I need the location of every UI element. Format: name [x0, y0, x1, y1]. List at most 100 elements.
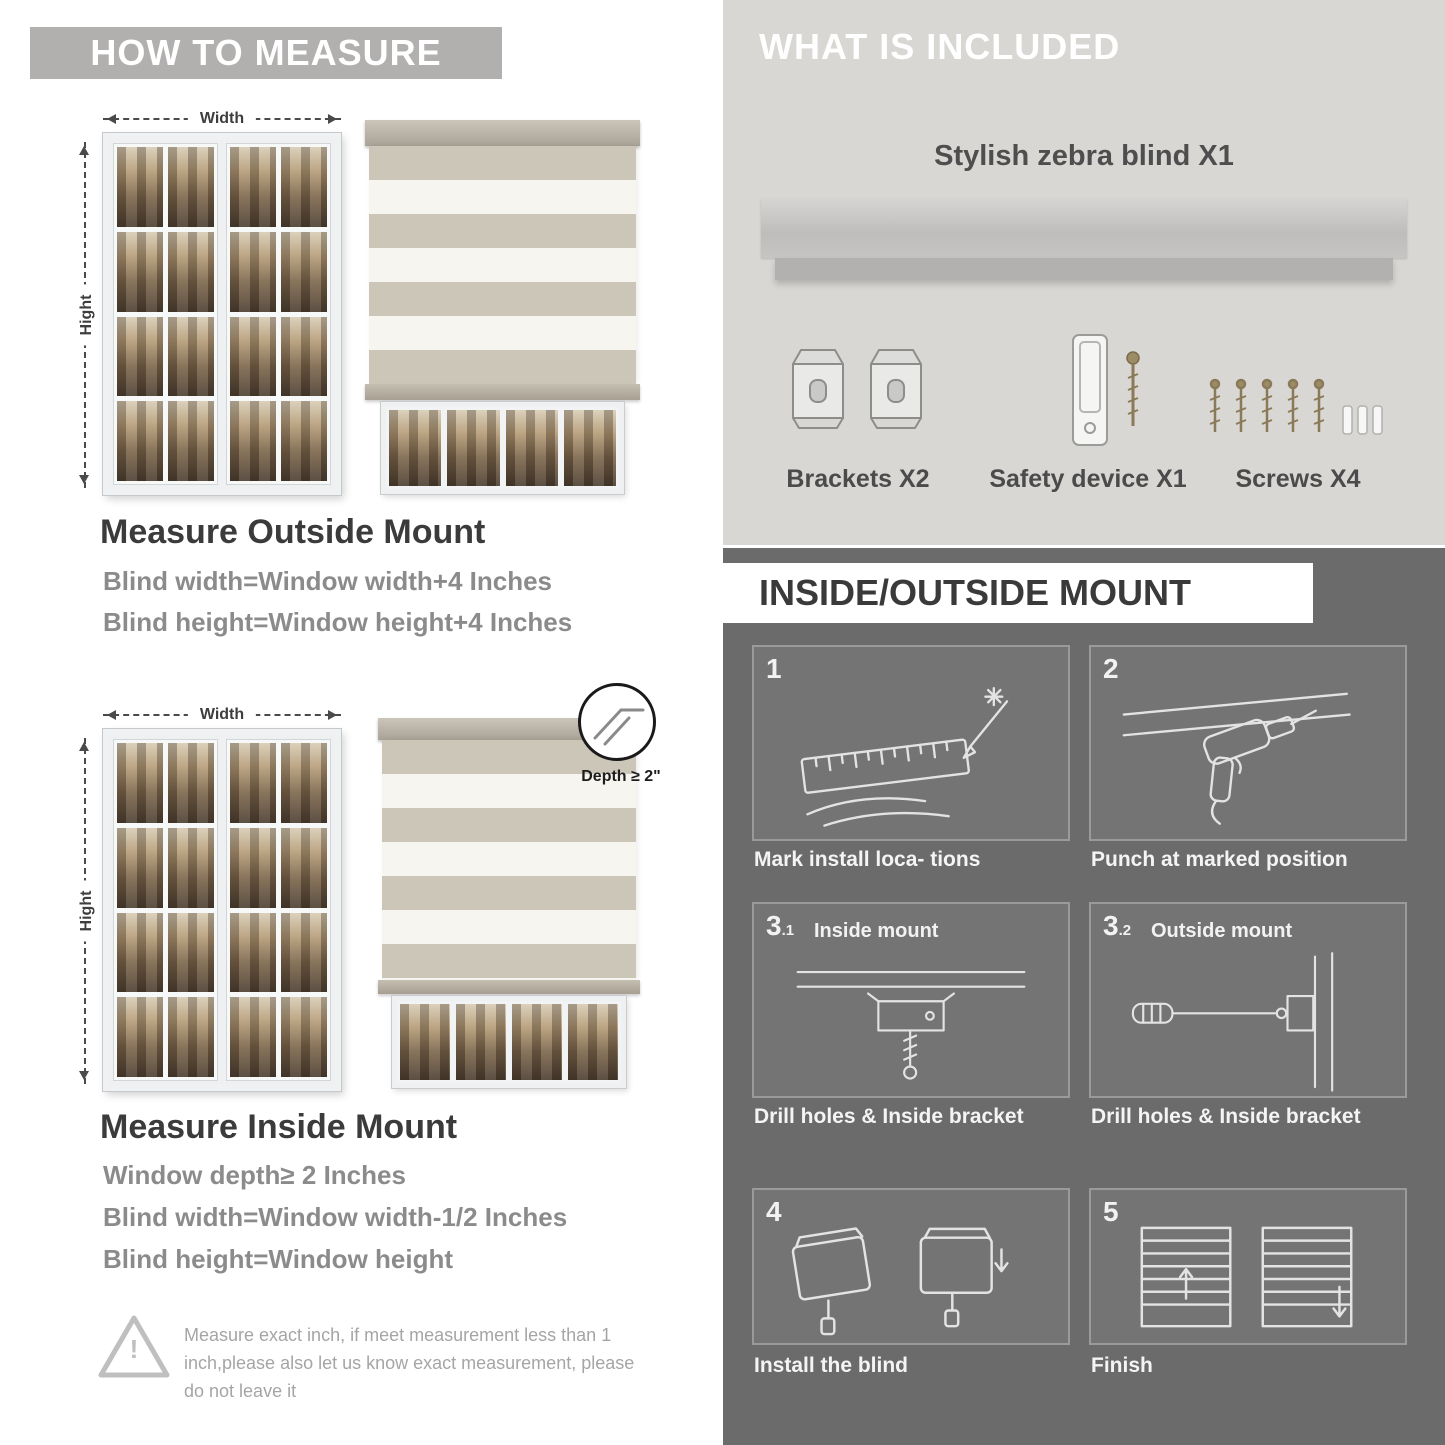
step-caption-3-1: Drill holes & Inside bracket [754, 1105, 1024, 1128]
window-pane [230, 316, 276, 397]
how-to-measure-banner: HOW TO MEASURE [30, 27, 502, 79]
blind-bottomrail [378, 980, 640, 994]
height-label: Hight [78, 880, 96, 942]
install-blind-drawing [791, 1227, 1009, 1336]
window-pane [281, 997, 327, 1077]
blind-fabric [369, 146, 636, 384]
inside-mount-line: Blind width=Window width-1/2 Inches [103, 1202, 568, 1232]
zebra-blind-illustration-inside [378, 718, 640, 1090]
zebra-blind-headrail-image [761, 198, 1407, 258]
width-label: Width [187, 108, 257, 130]
window-pane [505, 410, 558, 486]
height-label: Hight [78, 284, 96, 346]
window-pane [230, 912, 276, 993]
window-pane [281, 401, 327, 481]
outside-mount-title: Measure Outside Mount [100, 513, 486, 551]
step-caption-3-2: Drill holes & Inside bracket [1091, 1105, 1361, 1128]
window-pane [117, 827, 163, 908]
step-caption-2: Punch at marked position [1091, 848, 1348, 871]
window-pane [230, 827, 276, 908]
what-is-included-title: WHAT IS INCLUDED [759, 26, 1121, 67]
step-panel-4: 4 [752, 1188, 1070, 1345]
inside-mount-line: Blind height=Window height [103, 1244, 453, 1274]
mount-section: INSIDE/OUTSIDE MOUNT 1 Mark install loca [723, 548, 1445, 1445]
height-arrow-outside: Hight [78, 142, 96, 488]
window-pane [512, 1004, 562, 1080]
window-pane [281, 231, 327, 312]
window-pane [117, 147, 163, 227]
how-to-measure-title: HOW TO MEASURE [90, 32, 442, 73]
window-pane [281, 147, 327, 227]
window-pane [168, 997, 214, 1077]
outside-bracket-drawing [1131, 952, 1334, 1092]
blind-headrail [378, 718, 640, 740]
inside-bracket-drawing [796, 970, 1026, 1080]
step-number: 2 [1103, 653, 1119, 684]
finish-drawing [1140, 1226, 1353, 1328]
window-pane [168, 743, 214, 823]
inside-mount-title: Measure Inside Mount [100, 1108, 458, 1146]
brackets-icon [792, 349, 922, 429]
step-number: 1 [766, 653, 782, 684]
step-number: 3.2 [1103, 910, 1132, 941]
safety-device-label: Safety device X1 [989, 465, 1187, 493]
step-panel-5: 5 [1089, 1188, 1407, 1345]
step-caption-5: Finish [1091, 1354, 1153, 1377]
window-pane [230, 147, 276, 227]
window-pane [456, 1004, 506, 1080]
window-pane [168, 147, 214, 227]
width-arrow-inside: Width [103, 704, 341, 726]
step-number: 4 [766, 1196, 782, 1227]
window-pane [168, 316, 214, 397]
warning-exclamation: ! [129, 1334, 139, 1364]
step-title: Inside mount [814, 920, 939, 942]
window-pane [230, 401, 276, 481]
blind-bottomrail [365, 384, 640, 400]
zebra-blind-illustration-outside [365, 120, 640, 495]
step-caption-1: Mark install loca- tions [754, 848, 981, 871]
included-section: WHAT IS INCLUDED Stylish zebra blind X1 [723, 0, 1445, 545]
window-pane [389, 410, 442, 486]
step-panel-3-2: 3.2 Outside mount [1089, 902, 1407, 1098]
mark-locations-drawing [800, 687, 1009, 827]
window-pane [168, 231, 214, 312]
screws-icon [1209, 378, 1383, 435]
window-pane [117, 316, 163, 397]
window-pane [168, 912, 214, 993]
brackets-label: Brackets X2 [786, 465, 930, 493]
safety-device-icon [1072, 334, 1140, 446]
window-corner-drawing [593, 708, 645, 746]
warning-text: Measure exact inch, if meet measurement … [184, 1325, 635, 1401]
window-pane [281, 743, 327, 823]
window-illustration-outside [103, 133, 341, 495]
warning-triangle-icon [98, 1315, 170, 1378]
window-pane [447, 410, 500, 486]
depth-label: Depth ≥ 2" [581, 768, 661, 785]
zebra-blind-label: Stylish zebra blind X1 [934, 140, 1234, 172]
mount-header-title: INSIDE/OUTSIDE MOUNT [759, 572, 1192, 613]
zebra-blind-headrail-lip [775, 258, 1393, 280]
window-pane [230, 997, 276, 1077]
blind-fabric [382, 740, 636, 980]
window-below-blind [380, 401, 625, 495]
window-pane [281, 316, 327, 397]
width-arrow-outside: Width [103, 108, 341, 130]
window-pane [563, 410, 616, 486]
window-pane [168, 827, 214, 908]
step-panel-2: 2 [1089, 645, 1407, 841]
width-label: Width [187, 704, 257, 726]
window-pane [281, 827, 327, 908]
depth-annotation-circle [578, 683, 656, 761]
step-title: Outside mount [1151, 920, 1293, 942]
window-below-blind [391, 995, 627, 1089]
drill-drawing [1122, 692, 1351, 825]
window-sash [226, 143, 331, 485]
window-pane [117, 997, 163, 1077]
window-sash [113, 739, 218, 1081]
window-pane [117, 743, 163, 823]
window-pane [400, 1004, 450, 1080]
window-pane [117, 231, 163, 312]
window-pane [230, 743, 276, 823]
height-arrow-inside: Hight [78, 738, 96, 1084]
